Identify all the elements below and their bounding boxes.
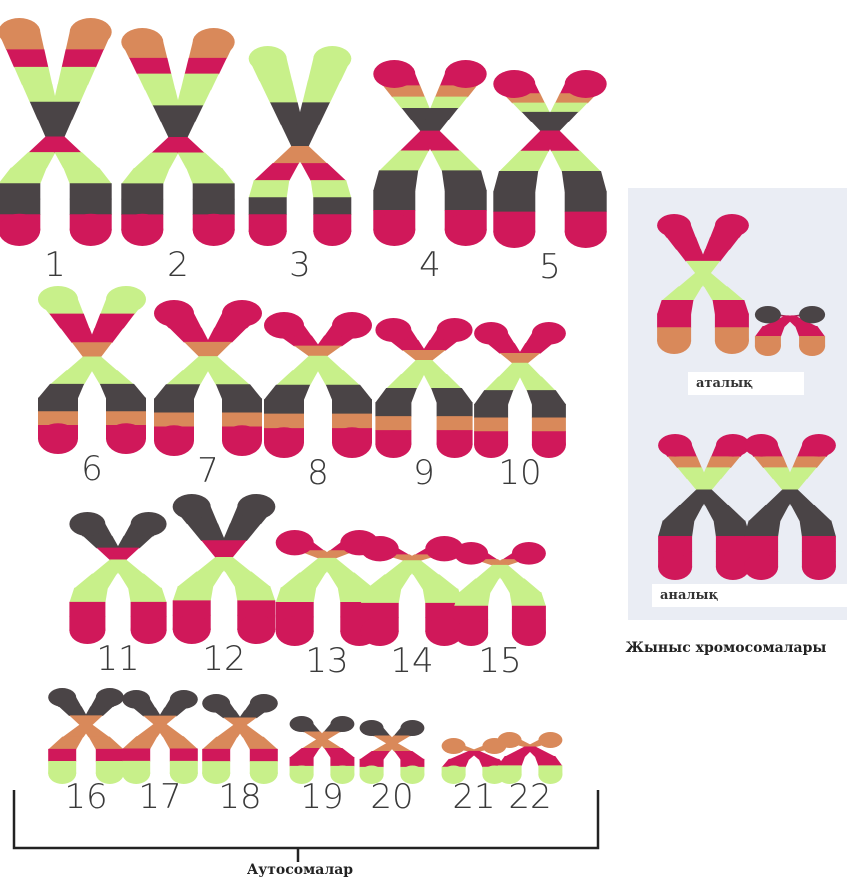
autosomes-caption: Аутосомалар: [200, 862, 400, 878]
